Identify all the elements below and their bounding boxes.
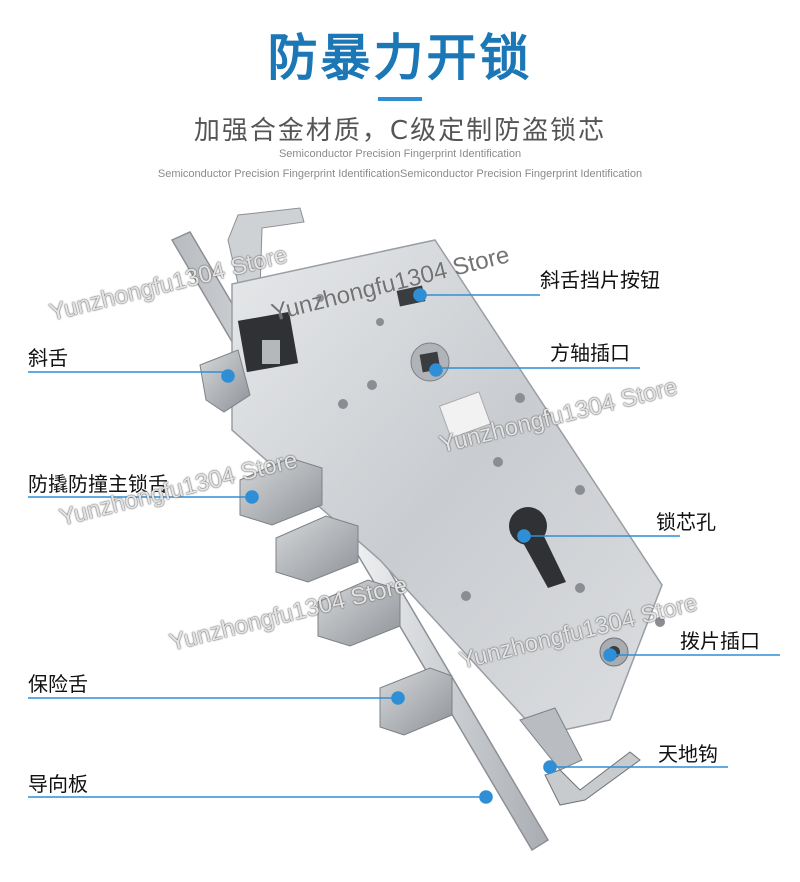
main-bolt-2: [275, 515, 359, 583]
product-sticker: [438, 391, 492, 439]
label-anti-pry-main-bolt: 防撬防撞主锁舌: [28, 472, 168, 496]
label-faceplate: 导向板: [28, 772, 88, 796]
title-underline: [378, 97, 422, 101]
deadlatch: [379, 667, 453, 736]
label-cylinder-hole: 锁芯孔: [656, 510, 716, 534]
label-hook: 天地钩: [658, 742, 718, 766]
main-bolt-1: [239, 457, 323, 526]
page-subtitle: 加强合金材质，C级定制防盗锁芯: [193, 116, 607, 146]
label-deadlatch: 保险舌: [28, 672, 88, 696]
english-caption-1: Semiconductor Precision Fingerprint Iden…: [278, 148, 522, 160]
label-square-spindle-hole: 方轴插口: [550, 341, 630, 365]
label-paddle-socket: 拨片插口: [680, 629, 760, 653]
lock-body: [231, 239, 663, 736]
hook-bar: [519, 707, 583, 771]
english-caption-2: Semiconductor Precision Fingerprint Iden…: [157, 168, 643, 180]
hook: [544, 751, 641, 806]
leader-lines: [28, 288, 780, 804]
label-latch: 斜舌: [28, 346, 68, 370]
main-bolt-3: [317, 579, 401, 647]
page-title: 防暴力开锁: [267, 29, 533, 87]
label-latch-stop-button: 斜舌挡片按钮: [540, 268, 660, 292]
